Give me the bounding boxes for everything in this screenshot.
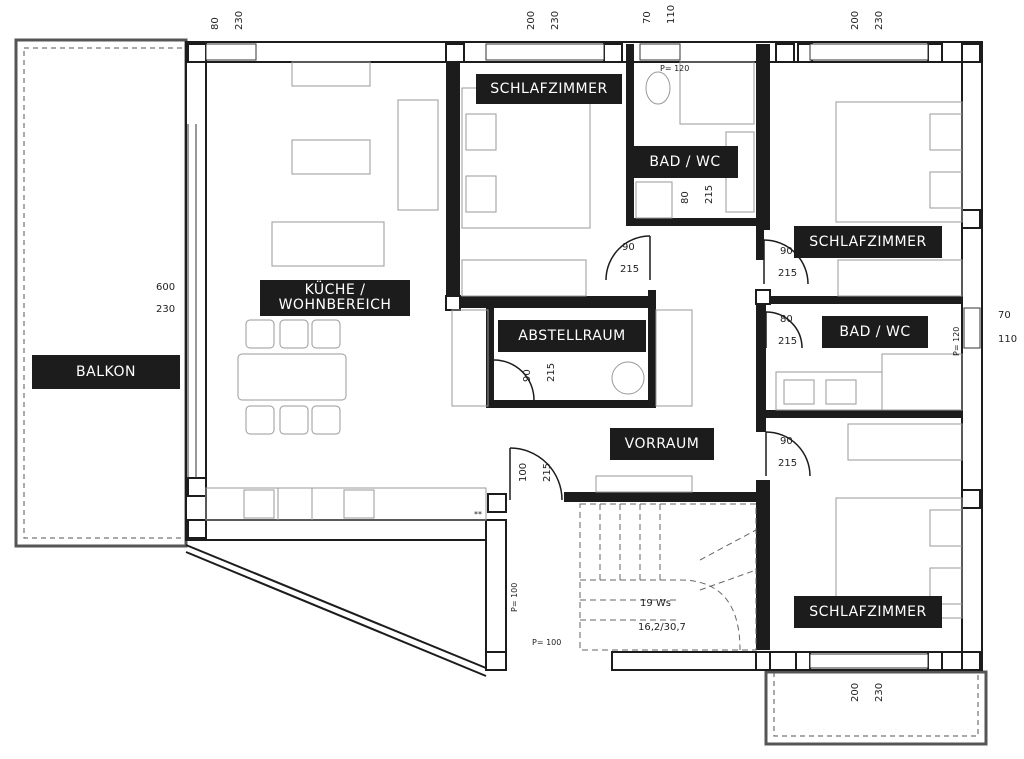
- room-label-schlafzimmer-right: SCHLAFZIMMER: [794, 226, 942, 258]
- window-dim-schlaf-bottom-width: 200: [850, 682, 861, 702]
- door-dim-entrance-height: 215: [542, 462, 553, 482]
- furniture: [205, 61, 963, 619]
- door-dim-entrance-width: 100: [518, 462, 529, 482]
- door-dim-schlaf-right-height: 215: [778, 268, 798, 279]
- door-dim-bad-top-height: 215: [704, 184, 715, 204]
- room-label-vorraum: VORRAUM: [610, 428, 714, 460]
- door-dim-schlaf-top-width: 90: [622, 242, 635, 253]
- window-dim-bad-right-height: 110: [998, 334, 1018, 345]
- room-label-kueche-wohnbereich: KÜCHE / WOHNBEREICH: [260, 280, 410, 316]
- kitchen-mark: **: [474, 510, 482, 519]
- stair-parapet-label-2: P= 100: [532, 638, 562, 647]
- outer-walls: [185, 41, 983, 677]
- window-dim-schlaf-right-width: 200: [850, 10, 861, 30]
- window-dim-schlaf-top-width: 200: [526, 10, 537, 30]
- room-label-schlafzimmer-bottom: SCHLAFZIMMER: [794, 596, 942, 628]
- windows: [187, 43, 981, 669]
- parapet-label-top: P= 120: [660, 64, 690, 73]
- door-dim-abstell-width: 90: [522, 369, 533, 382]
- door-dim-bad-right-height: 215: [778, 336, 798, 347]
- doors: [493, 235, 811, 501]
- window-dim-balkon-width: 600: [156, 282, 176, 293]
- door-dim-bad-top-width: 80: [680, 191, 691, 204]
- parapet-label-right: P= 120: [952, 326, 961, 356]
- stair-parapet-label-1: P= 100: [510, 582, 519, 612]
- bottom-balcony: [764, 670, 988, 746]
- stair-step-size: 16,2/30,7: [638, 622, 686, 633]
- window-dim-schlaf-right-height: 230: [874, 10, 885, 30]
- columns: [187, 43, 981, 671]
- room-label-bad-top: BAD / WC: [632, 146, 738, 178]
- room-label-kueche-line2: WOHNBEREICH: [278, 297, 392, 313]
- door-dim-abstell-height: 215: [546, 362, 557, 382]
- door-dim-schlaf-bottom-height: 215: [778, 458, 798, 469]
- window-dim-balkon-height: 230: [156, 304, 176, 315]
- room-label-schlafzimmer-top: SCHLAFZIMMER: [476, 74, 622, 104]
- window-dim-bad-right-width: 70: [998, 310, 1011, 321]
- staircase: [579, 503, 757, 651]
- room-label-bad-right: BAD / WC: [822, 316, 928, 348]
- interior-walls: [446, 44, 962, 650]
- window-dim-schlaf-top-height: 230: [550, 10, 561, 30]
- room-label-kueche-line1: KÜCHE /: [304, 282, 366, 298]
- door-dim-schlaf-top-height: 215: [620, 264, 640, 275]
- window-dim-bad-top-height: 110: [666, 4, 677, 24]
- door-dim-schlaf-bottom-width: 90: [780, 436, 793, 447]
- balcony: [14, 38, 188, 548]
- stair-step-count: 19 Ws: [640, 598, 672, 609]
- door-dim-bad-right-width: 80: [780, 314, 793, 325]
- room-label-balkon: BALKON: [32, 355, 180, 389]
- window-dim-kitchen-height: 230: [234, 10, 245, 30]
- window-dim-schlaf-bottom-height: 230: [874, 682, 885, 702]
- window-dim-bad-top-width: 70: [642, 11, 653, 24]
- door-dim-schlaf-right-width: 90: [780, 246, 793, 257]
- room-label-abstellraum: ABSTELLRAUM: [498, 320, 646, 352]
- window-dim-kitchen-width: 80: [210, 17, 221, 30]
